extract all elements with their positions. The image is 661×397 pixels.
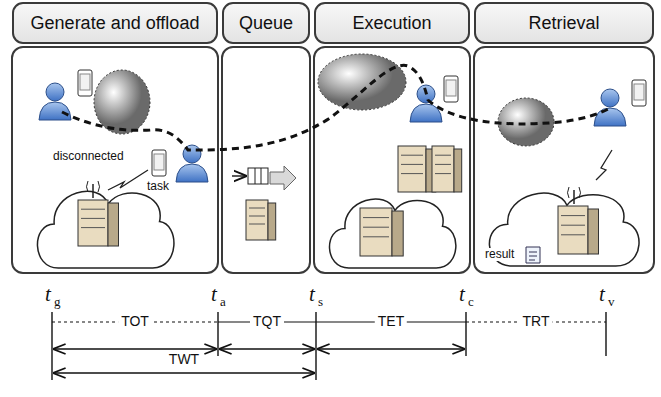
time-symbol: t <box>599 283 605 306</box>
stage-header: Retrieval <box>474 2 654 44</box>
stage-header: Execution <box>314 2 470 44</box>
task-label: task <box>146 180 170 193</box>
server <box>246 200 276 240</box>
mobility-path <box>62 65 610 150</box>
time-symbol: t <box>211 283 217 306</box>
header-text: Execution <box>352 13 431 34</box>
panel-body <box>314 47 470 273</box>
time-symbol: t <box>309 283 315 306</box>
timeline <box>52 312 606 380</box>
time-subscript: v <box>608 295 615 309</box>
interval-label: TOT <box>118 314 152 329</box>
panel-body <box>222 47 310 273</box>
state-label: disconnected <box>52 150 125 163</box>
panel-body <box>12 47 218 273</box>
header-text: Generate and offload <box>31 13 200 34</box>
queue-symbol <box>232 166 296 190</box>
antenna <box>87 181 100 198</box>
interval-label: TET <box>375 314 407 329</box>
phone <box>152 150 166 176</box>
antenna <box>568 187 581 204</box>
header-text: Queue <box>239 13 293 34</box>
interval-label: TRT <box>520 314 553 329</box>
interval-label: TWT <box>166 352 202 367</box>
result-document <box>526 247 540 263</box>
stage-header: Queue <box>222 2 310 44</box>
panel-body <box>474 47 654 273</box>
time-symbol: t <box>459 283 465 306</box>
stage-header: Generate and offload <box>12 2 218 44</box>
server <box>558 206 599 254</box>
user <box>594 89 626 126</box>
time-subscript: a <box>220 295 226 309</box>
server <box>432 146 462 192</box>
header-text: Retrieval <box>528 13 599 34</box>
cloud <box>37 191 173 268</box>
user <box>176 145 208 182</box>
wireless-link <box>596 150 612 180</box>
server <box>398 146 436 192</box>
coverage-gap <box>94 70 150 134</box>
result-label: result <box>484 248 515 261</box>
interval-label: TQT <box>250 314 284 329</box>
server <box>78 200 119 246</box>
time-subscript: g <box>54 295 61 309</box>
phone <box>632 80 646 106</box>
time-symbol: t <box>45 283 51 306</box>
server <box>360 208 403 256</box>
time-subscript: c <box>468 295 474 309</box>
coverage-gap <box>318 54 406 110</box>
time-subscript: s <box>318 295 323 309</box>
phone <box>444 76 458 102</box>
phone <box>78 70 92 96</box>
wireless-link <box>108 170 148 190</box>
cloud <box>330 199 456 268</box>
